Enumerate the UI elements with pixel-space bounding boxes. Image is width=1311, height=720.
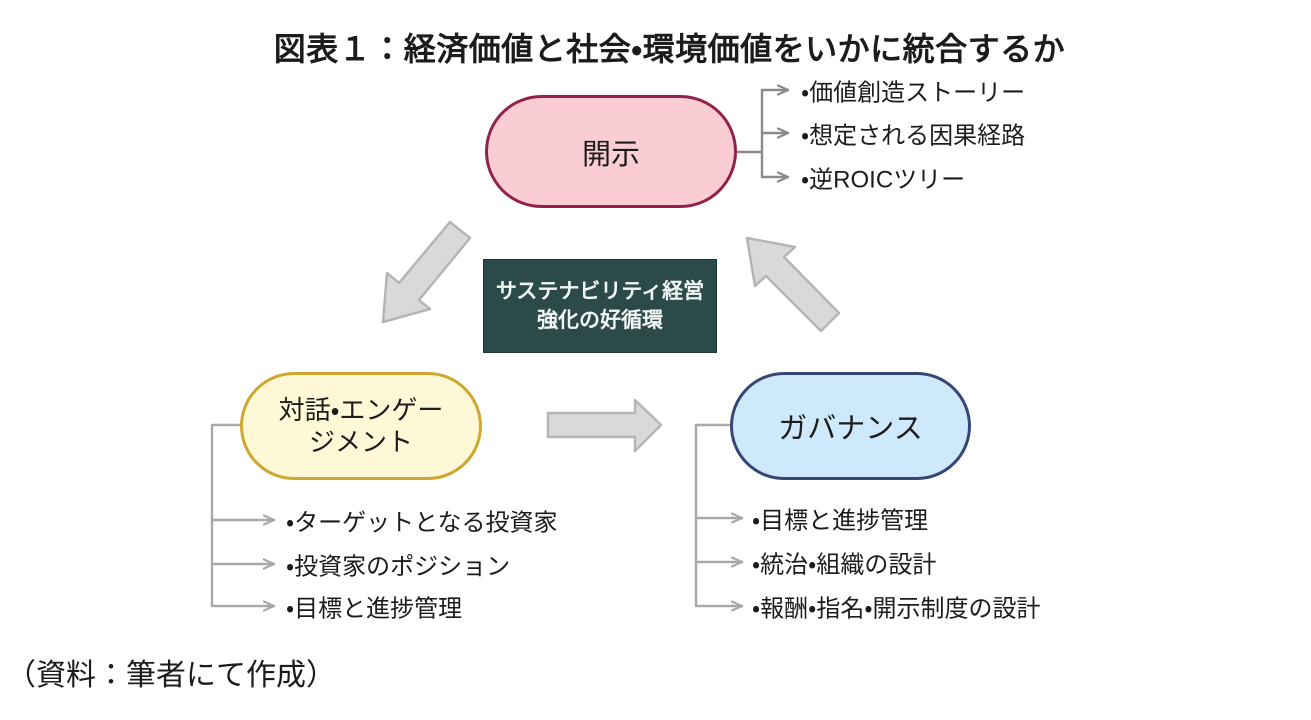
source-note: （資料：筆者にて作成） (6, 659, 336, 692)
disclosure-label: 開示 (581, 138, 640, 171)
disclosure-item: ・想定される因果経路 (801, 122, 1026, 150)
engagement-node: 対話・エンゲー ジメント (240, 372, 482, 480)
governance-node: ガバナンス (730, 372, 971, 480)
disclosure-item: ・価値創造ストーリー (801, 79, 1026, 107)
center-cycle-label-line1: サステナビリティ経営 (495, 279, 705, 303)
cycle-arrow-disclosure-to-engagement-icon (381, 220, 472, 324)
governance-label: ガバナンス (778, 413, 923, 445)
cycle-arrow-governance-to-disclosure-icon (745, 236, 841, 333)
disclosure-connector (735, 84, 790, 183)
engagement-item: ・投資家のポジション (286, 553, 511, 581)
engagement-item: ・ターゲットとなる投資家 (286, 509, 558, 537)
disclosure-node: 開示 (485, 95, 737, 208)
governance-connector (694, 423, 744, 612)
figure-title: 図表１：経済価値と社会・環境価値をいかに統合するか (273, 31, 1066, 67)
governance-item: ・目標と進捗管理 (752, 507, 929, 535)
disclosure-item: ・逆ROICツリー (801, 166, 966, 194)
engagement-connector (210, 423, 276, 612)
engagement-label: 対話・エンゲー ジメント (278, 394, 444, 458)
governance-item: ・統治・組織の設計 (752, 551, 937, 579)
cycle-arrow-engagement-to-governance-icon (546, 398, 663, 453)
engagement-item: ・目標と進捗管理 (286, 595, 463, 623)
center-cycle-label-line2: 強化の好循環 (537, 309, 663, 332)
center-cycle-box: サステナビリティ経営 強化の好循環 (483, 259, 717, 353)
governance-item: ・報酬・指名・開示制度の設計 (752, 595, 1041, 623)
